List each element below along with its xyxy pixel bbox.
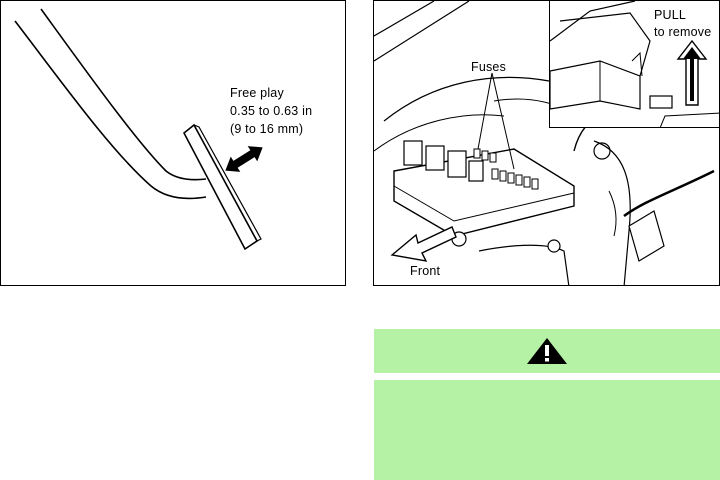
free-play-range-inches: 0.35 to 0.63 in	[230, 104, 313, 118]
free-play-range-mm: (9 to 16 mm)	[230, 122, 304, 136]
free-play-arrow	[225, 146, 263, 172]
warning-header	[374, 329, 720, 373]
warning-body	[374, 380, 720, 480]
pull-up-arrow	[676, 39, 708, 106]
engine-compartment-illustration	[374, 1, 715, 285]
pedal-illustration	[14, 8, 263, 251]
front-direction-arrow	[390, 226, 457, 262]
pedal-free-play-figure: Free play 0.35 to 0.63 in (9 to 16 mm)	[0, 0, 346, 286]
pull-label: PULL	[654, 8, 687, 22]
warning-triangle-icon	[527, 338, 567, 364]
fuse-cover-illustration	[550, 1, 719, 127]
fuse-box-figure: PULL to remove Fuses Front	[373, 0, 720, 286]
front-label: Front	[410, 264, 441, 278]
fuses-label: Fuses	[471, 60, 507, 74]
free-play-label: Free play	[230, 86, 284, 100]
remove-label: to remove	[654, 25, 712, 39]
fuse-cover-inset: PULL to remove	[549, 1, 719, 128]
